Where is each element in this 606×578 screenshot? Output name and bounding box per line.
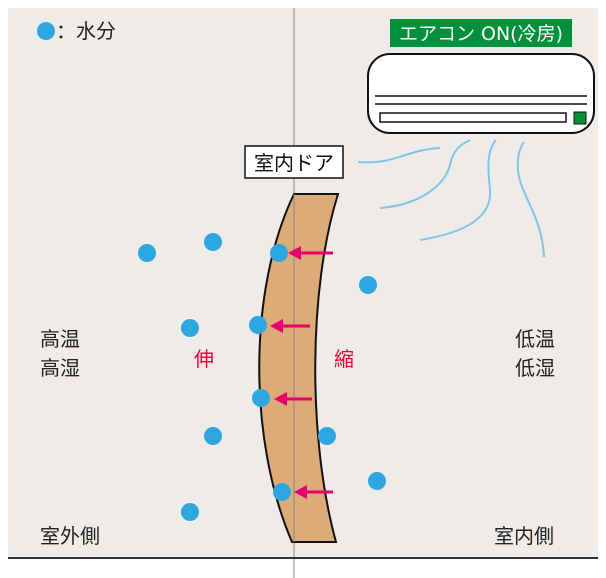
moisture-arrow [288, 246, 333, 260]
outdoor-side-label: 室外側 [40, 524, 100, 548]
moisture-dot [359, 276, 377, 294]
door-label-box [244, 145, 344, 179]
legend-moisture-dot [37, 22, 55, 40]
aircon-label-bg [390, 19, 572, 47]
moisture-dot [249, 316, 267, 334]
left-condition-line1: 高温 [40, 327, 80, 351]
moisture-dot [318, 427, 336, 445]
indoor-side-label: 室内側 [494, 524, 554, 548]
moisture-dot [138, 244, 156, 262]
left-condition-line2: 高湿 [40, 356, 80, 380]
door-label: 室内ドア [254, 151, 334, 175]
warped-door [258, 193, 340, 543]
moisture-dot [252, 389, 270, 407]
moisture-dot [204, 233, 222, 251]
moisture-dot [273, 483, 291, 501]
moisture-dot [181, 319, 199, 337]
air-conditioner-icon [367, 53, 595, 134]
legend-label: ：水分 [56, 19, 116, 43]
moisture-dot [368, 472, 386, 490]
moisture-dots [138, 233, 386, 521]
moisture-arrow [294, 485, 333, 499]
aircon-label: エアコン ON(冷房) [399, 23, 563, 45]
right-action-label: 縮 [334, 347, 354, 371]
left-action-label: 伸 [194, 347, 214, 371]
moisture-dot [204, 427, 222, 445]
cold-airflow-icon [357, 139, 545, 258]
right-condition-line1: 低温 [515, 327, 555, 351]
moisture-arrow [274, 392, 312, 406]
moisture-dot [270, 244, 288, 262]
moisture-dot [181, 503, 199, 521]
right-condition-line2: 低湿 [515, 356, 555, 380]
moisture-arrows [270, 246, 333, 499]
moisture-arrow [270, 319, 310, 333]
